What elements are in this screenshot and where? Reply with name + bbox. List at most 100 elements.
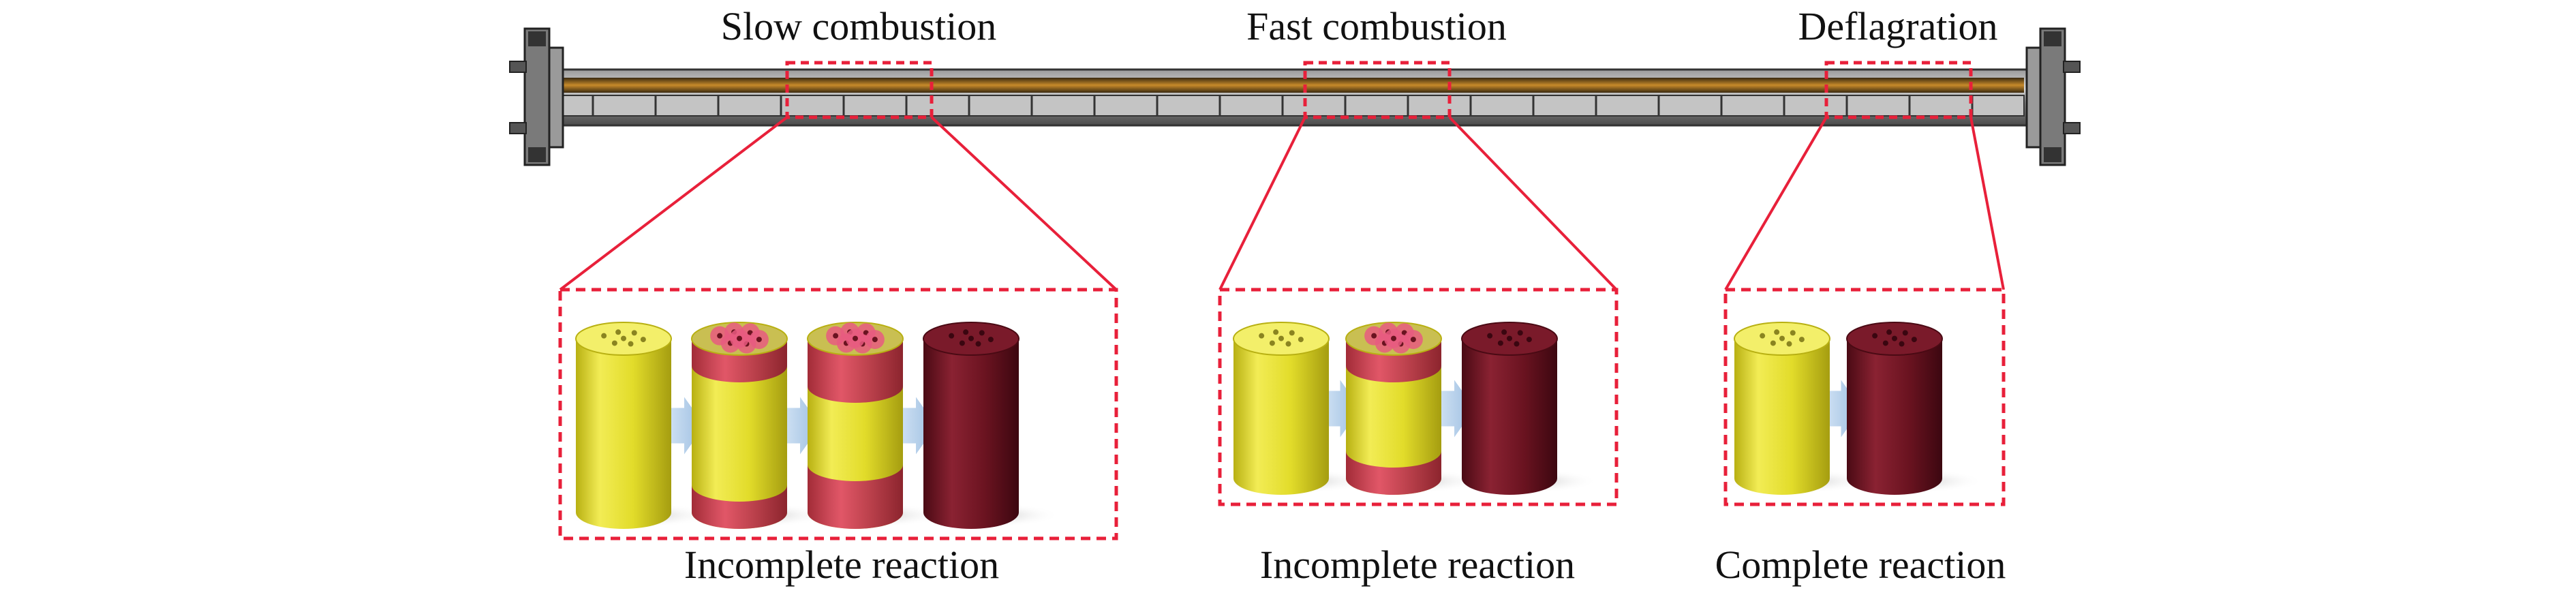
cylinder-hole	[1487, 333, 1493, 339]
reacted-band-bottom	[1346, 451, 1441, 495]
zoom-boxes	[785, 61, 1973, 119]
cylinder-hole	[737, 335, 742, 341]
cylinder-hole	[1514, 341, 1520, 347]
reacted-band-top	[808, 339, 903, 403]
cylinder-hole	[756, 337, 762, 343]
cylinder-hole	[1902, 330, 1908, 336]
cylinder-hole	[872, 337, 878, 343]
cylinder-hole	[601, 333, 607, 339]
cylinder-hole	[1779, 335, 1785, 341]
cylinder-hole	[621, 335, 626, 341]
cylinder-hole	[1278, 335, 1284, 341]
stage-result-fast: Incomplete reaction	[1259, 543, 1576, 587]
cylinder-hole	[1872, 333, 1878, 339]
cylinder-hole	[959, 340, 965, 346]
cylinder-hole	[1259, 333, 1265, 339]
cylinder-body	[1734, 339, 1830, 495]
right-flange	[2025, 27, 2081, 166]
cylinder-hole	[611, 340, 617, 346]
cylinder-early	[678, 322, 828, 529]
cylinder-hole	[1526, 337, 1532, 343]
cylinder-reacted	[1833, 322, 1983, 495]
cylinder-hole	[615, 329, 622, 335]
connector-slow-right	[930, 116, 1118, 291]
panel-slow	[558, 288, 1118, 540]
tube-channel	[559, 78, 2024, 93]
cylinder-early	[1332, 322, 1482, 495]
connector-deflagration-left	[1724, 116, 1828, 291]
cylinder-hole	[1497, 340, 1503, 346]
cylinder-hole	[1899, 341, 1905, 347]
cylinder-hole	[1770, 340, 1776, 346]
zoom-box-slow	[785, 61, 934, 119]
cylinder-hole	[1298, 337, 1304, 343]
panel-fast	[1218, 288, 1619, 506]
cylinder-hole	[975, 341, 981, 347]
cylinder-hole	[949, 333, 955, 339]
cylinder-body	[1233, 339, 1329, 495]
cylinder-body	[923, 339, 1019, 529]
cylinder-hole	[1892, 335, 1897, 341]
cylinder-hole	[1371, 333, 1377, 339]
cylinder-hole	[1410, 337, 1416, 343]
stage-title-deflagration: Deflagration	[1798, 4, 1998, 48]
cylinder-hole	[1273, 329, 1279, 335]
cylinder-hole	[631, 330, 637, 336]
stage-result-deflagration: Complete reaction	[1715, 543, 2006, 587]
cylinder-hole	[1882, 340, 1888, 346]
connector-slow-left	[559, 116, 788, 291]
cylinder-hole	[717, 333, 723, 339]
cylinder-hole	[853, 335, 858, 341]
cylinder-hole	[1886, 329, 1892, 335]
cylinder-hole	[987, 337, 994, 343]
cylinder-pristine	[562, 322, 712, 529]
panel-deflagration	[1721, 288, 2006, 506]
left-flange	[509, 27, 564, 166]
cylinder-reacted	[910, 322, 1060, 529]
connector-fast-left	[1218, 117, 1306, 290]
cylinder-hole	[1760, 333, 1766, 339]
cylinder-hole	[968, 335, 974, 341]
cylinder-pristine	[1721, 322, 1871, 495]
connector-lines	[559, 116, 2005, 291]
cylinder-hole	[1517, 330, 1523, 336]
cylinder-hole	[1507, 335, 1512, 341]
cylinder-hole	[1269, 340, 1275, 346]
connector-deflagration-right	[1969, 117, 2005, 290]
cylinder-reacted	[1448, 322, 1598, 495]
stage-result-slow: Incomplete reaction	[684, 543, 1000, 587]
cylinder-hole	[963, 329, 969, 335]
cylinder-body	[1847, 339, 1942, 495]
connector-fast-right	[1448, 116, 1618, 291]
stage-title-slow: Slow combustion	[720, 4, 997, 48]
reacted-band-bottom	[692, 485, 787, 529]
cylinder-hole	[1798, 337, 1805, 343]
cylinder-hole	[1911, 337, 1917, 343]
reacted-band-bottom	[808, 465, 903, 529]
cylinder-hole	[640, 337, 646, 343]
cylinder-body	[692, 339, 787, 529]
cylinder-body	[576, 339, 671, 529]
cylinder-pristine	[1220, 322, 1370, 495]
zoom-box-deflagration	[1824, 61, 1973, 119]
cylinder-hole	[1501, 329, 1507, 335]
tube-segments	[592, 95, 1974, 116]
panels	[558, 288, 2006, 540]
cylinder-hole	[1774, 329, 1780, 335]
cylinder-partial	[794, 322, 944, 529]
tube	[509, 27, 2081, 166]
cylinder-hole	[1790, 330, 1796, 336]
cylinder-hole	[1391, 335, 1396, 341]
cylinder-hole	[1289, 330, 1295, 336]
tube-segment-band	[558, 95, 2025, 117]
cylinder-hole	[1285, 341, 1291, 347]
cylinder-body	[1462, 339, 1557, 495]
stage-title-fast: Fast combustion	[1246, 4, 1507, 48]
cylinder-hole	[979, 330, 985, 336]
cylinder-hole	[833, 333, 839, 339]
zoom-box-fast	[1303, 61, 1452, 119]
cylinder-hole	[628, 341, 634, 347]
cylinder-hole	[1786, 341, 1792, 347]
